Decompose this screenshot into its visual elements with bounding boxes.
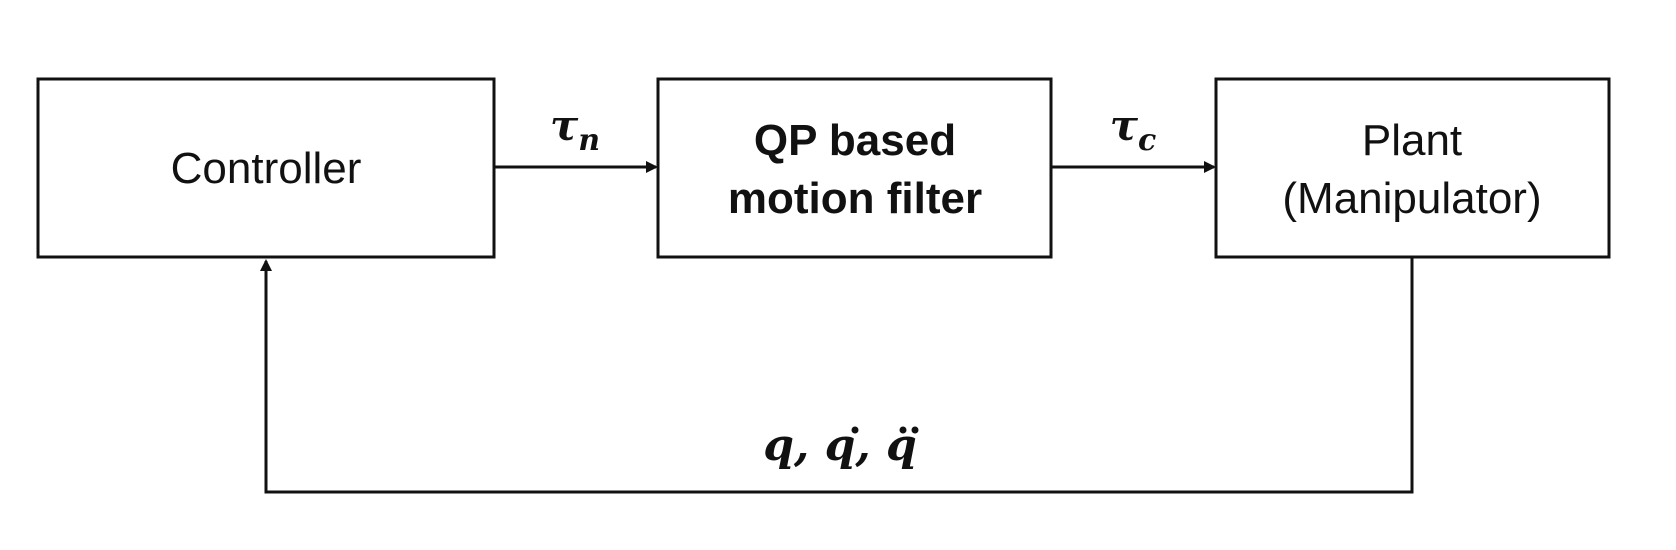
motion-filter-label-line1: QP based — [754, 116, 956, 165]
motion-filter-block: QP based motion filter — [656, 77, 1053, 259]
motion-filter-label-line2: motion filter — [728, 174, 982, 223]
controller-block: Controller — [36, 77, 496, 259]
q-ddot-mark-2 — [911, 426, 919, 434]
feedback-sep-1: , — [793, 420, 825, 471]
controller-box — [36, 77, 496, 259]
tau-n-symbol: τ — [550, 101, 579, 150]
signal-tau-n: τn — [550, 101, 600, 158]
signal-tau-c: τc — [1110, 101, 1157, 158]
motion-filter-box — [656, 77, 1053, 259]
tau-n-subscript: n — [578, 123, 600, 158]
tau-c-symbol: τ — [1110, 101, 1139, 150]
svg-text:q, q, q: q, q, q — [763, 420, 917, 471]
q-dot-mark — [851, 426, 859, 434]
plant-label-line1: Plant — [1362, 116, 1462, 165]
feedback-path — [260, 257, 1414, 494]
controller-label: Controller — [171, 144, 362, 193]
plant-block: Plant (Manipulator) — [1214, 77, 1611, 259]
feedback-q-dot: q — [825, 420, 856, 471]
plant-label-line2: (Manipulator) — [1282, 174, 1541, 223]
tau-c-subscript: c — [1138, 123, 1156, 158]
feedback-label: q, q, q — [763, 420, 919, 471]
feedback-q: q — [763, 420, 794, 471]
q-ddot-mark-1 — [899, 426, 907, 434]
feedback-sep-2: , — [854, 420, 886, 471]
plant-box — [1214, 77, 1611, 259]
